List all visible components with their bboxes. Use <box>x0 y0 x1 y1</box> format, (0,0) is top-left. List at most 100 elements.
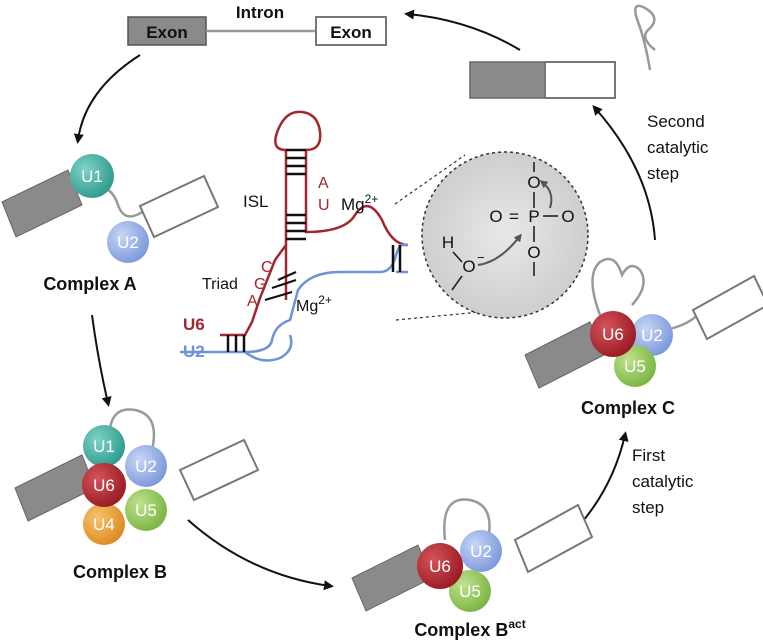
atom-h: H <box>442 233 454 252</box>
u6-strand-label: U6 <box>183 315 205 334</box>
bond-o-r <box>451 275 463 291</box>
u6-snrnp <box>417 543 463 589</box>
u1-snrnp <box>70 154 114 198</box>
base-g: G <box>254 276 266 293</box>
complex-bact-exon-right <box>513 503 594 574</box>
first-step-label: First catalytic step <box>632 446 694 517</box>
active-site-rna: A U C G A ISL Triad Mg2+ Mg2+ U6 U2 <box>180 110 409 362</box>
mg-lower-charge: 2+ <box>318 293 332 307</box>
u6-strand-link <box>273 244 288 261</box>
mg-upper-charge: 2+ <box>365 192 379 206</box>
isl-label: ISL <box>243 192 269 211</box>
base-c: C <box>261 259 273 276</box>
u1-label: U1 <box>81 167 103 186</box>
complex-a-exon-right <box>138 174 220 239</box>
first-step-line-2: catalytic <box>632 472 694 491</box>
excised-lariat-intron <box>633 4 656 71</box>
u2-snrnp <box>125 445 167 487</box>
arrow-to-pre-mrna <box>404 9 521 51</box>
exon-left-label: Exon <box>146 23 188 42</box>
u6-label: U6 <box>93 476 115 495</box>
u5-snrnp <box>449 570 491 612</box>
atom-o-nucleophile: O <box>462 257 475 276</box>
complex-b-label: Complex B <box>73 562 167 582</box>
complex-c-lariat <box>591 257 645 316</box>
second-step-line-1: Second <box>647 112 705 131</box>
atom-p: P <box>528 207 539 226</box>
base-u-isl: U <box>318 197 330 214</box>
atom-o-right: O <box>561 207 574 226</box>
mg-ion-lower: Mg2+ <box>296 293 332 315</box>
base-a-triad: A <box>247 293 258 310</box>
mg-upper-symbol: Mg <box>341 195 365 214</box>
charge-minus: − <box>477 250 485 265</box>
u4-label: U4 <box>93 515 115 534</box>
u5-snrnp <box>614 345 656 387</box>
chemistry-inset: O O = P O O H O − <box>421 151 589 319</box>
u5-label: U5 <box>624 357 646 376</box>
atom-o-top: O <box>527 173 540 192</box>
u5-snrnp <box>125 489 167 531</box>
second-step-label: Second catalytic step <box>647 112 709 183</box>
first-step-line-1: First <box>632 446 665 465</box>
u6-label: U6 <box>429 557 451 576</box>
complex-bact-label-main: Complex B <box>414 620 508 640</box>
first-step-line-3: step <box>632 498 664 517</box>
zoom-connectors <box>394 154 481 321</box>
u2-snrnp <box>460 530 502 572</box>
inset-circle <box>421 151 589 319</box>
double-bond: = <box>509 207 519 226</box>
u2-label: U2 <box>641 326 663 345</box>
complex-a: U1 U2 Complex A <box>1 154 220 294</box>
complex-bact-label-sup: act <box>508 617 525 631</box>
ligated-exon-right <box>544 61 616 99</box>
u1-label: U1 <box>93 437 115 456</box>
u2-label: U2 <box>470 542 492 561</box>
complex-b: U1 U2 U5 U4 U6 Complex B <box>14 408 260 582</box>
complex-bact-label: Complex Bact <box>414 617 525 640</box>
u2-label: U2 <box>135 457 157 476</box>
complex-a-exon-left <box>1 169 83 238</box>
triad-label: Triad <box>202 276 238 293</box>
u1-snrnp <box>83 425 125 467</box>
u2-strand-loop <box>244 334 293 362</box>
complex-c-exon-right <box>691 274 763 341</box>
u6-snrnp <box>82 463 126 507</box>
complex-c: U2 U5 U6 Complex C <box>524 257 763 418</box>
exon-right-box <box>315 16 387 46</box>
arrow-to-products <box>592 105 656 241</box>
u6-snrnp <box>590 311 636 357</box>
u6-label: U6 <box>602 325 624 344</box>
complex-bact-intron-loop <box>443 498 491 541</box>
leaving-group-arrow <box>539 180 553 209</box>
arrow-to-complex-a <box>73 54 141 144</box>
atom-o-left: O <box>489 207 502 226</box>
triad-pairs <box>264 270 297 302</box>
arrow-to-complex-b <box>91 314 112 407</box>
atom-o-bottom: O <box>527 243 540 262</box>
u2-strand-stem <box>396 243 408 274</box>
u2-label: U2 <box>117 233 139 252</box>
second-step-line-2: catalytic <box>647 138 709 157</box>
second-step-line-3: step <box>647 164 679 183</box>
isl-base-pairs <box>286 148 306 241</box>
pre-mrna: Exon Intron Exon <box>127 3 387 46</box>
u2-u6-helix <box>391 245 402 272</box>
mg-ion-upper: Mg2+ <box>341 192 378 214</box>
complex-c-label: Complex C <box>581 398 675 418</box>
base-a-isl: A <box>318 175 329 192</box>
u5-label: U5 <box>459 582 481 601</box>
intron-label: Intron <box>236 3 284 22</box>
u2-strand <box>180 244 402 354</box>
u5-label: U5 <box>135 501 157 520</box>
complex-a-label: Complex A <box>43 274 136 294</box>
ligated-exon-left <box>469 61 546 99</box>
helix-i-pairs <box>226 335 246 352</box>
mg-lower-symbol: Mg <box>296 298 318 315</box>
arrow-to-complex-bact <box>187 519 334 591</box>
exon-left-box <box>127 16 207 46</box>
bond-h-o <box>452 251 463 263</box>
nucleophilic-attack-arrow <box>477 233 522 266</box>
